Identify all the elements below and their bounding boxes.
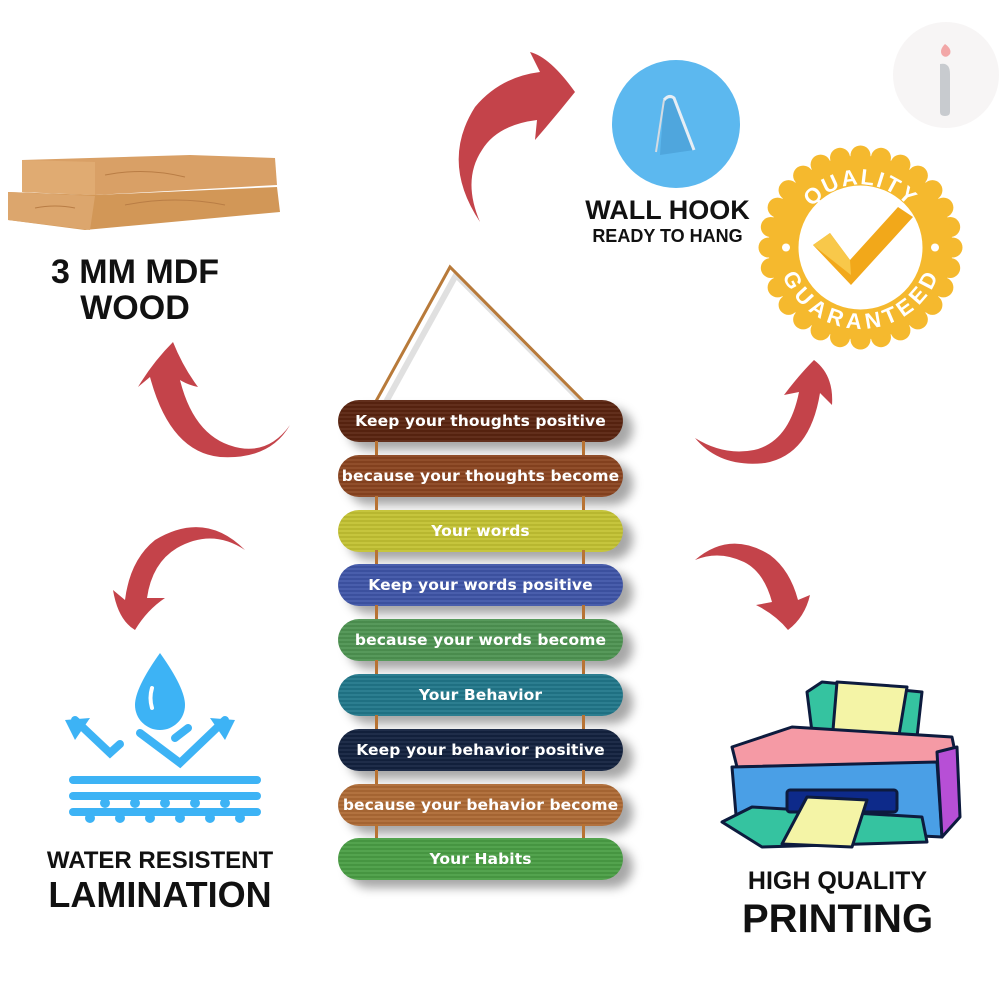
sign-plank: Your Habits — [338, 838, 623, 881]
sign-plank: Keep your words positive — [338, 564, 623, 607]
hanging-sign: Keep your thoughts positive because your … — [330, 255, 650, 895]
plank-string — [375, 714, 378, 731]
printing-caption-line1: HIGH QUALITY — [747, 867, 928, 895]
plank-string — [582, 550, 585, 567]
plank-string — [375, 495, 378, 512]
lamination-caption-line1: WATER RESISTENT — [46, 847, 274, 874]
sign-rope — [373, 264, 594, 414]
arrow-to-wood-icon — [138, 342, 290, 458]
plank-string — [375, 660, 378, 676]
plank-string — [375, 605, 378, 622]
sign-plank: Keep your behavior positive — [338, 728, 623, 771]
printing-caption-line2: PRINTING — [741, 897, 934, 941]
arrow-to-wall-hook-icon — [458, 52, 575, 222]
wood-caption: 3 MM MDF WOOD — [20, 253, 250, 327]
arrow-to-lamination-icon — [113, 527, 245, 630]
sign-plank: because your words become — [338, 619, 623, 662]
plank-string — [375, 824, 378, 841]
sign-plank: Your Behavior — [338, 674, 623, 716]
arrow-to-printing-icon — [695, 543, 810, 630]
plank-string — [582, 660, 585, 676]
quality-badge-icon: QUALITY GUARANTEED — [758, 145, 963, 350]
plank-string — [375, 769, 378, 786]
plank-string — [582, 440, 585, 457]
plank-string — [582, 824, 585, 841]
wood-caption-line2: WOOD — [80, 288, 190, 327]
plank-string — [582, 605, 585, 622]
wall-hook-subtitle: READY TO HANG — [592, 226, 743, 246]
lamination-caption-line2: LAMINATION — [48, 874, 272, 915]
wall-hook-title: WALL HOOK — [585, 195, 750, 225]
plank-string — [375, 440, 378, 457]
plank-string — [375, 550, 378, 567]
sign-plank: because your behavior become — [338, 783, 623, 826]
printer-icon — [720, 680, 962, 849]
arrow-to-quality-icon — [695, 360, 833, 464]
wall-hook-icon — [612, 60, 740, 188]
plank-string — [582, 769, 585, 786]
plank-string — [582, 495, 585, 512]
info-i-logo-icon — [940, 44, 951, 116]
wood-planks-icon — [8, 155, 280, 230]
sign-plank: Keep your thoughts positive — [338, 400, 623, 442]
plank-string — [582, 714, 585, 731]
water-drop-shield-icon — [65, 653, 261, 823]
sign-plank: because your thoughts become — [338, 454, 623, 497]
sign-plank: Your words — [338, 509, 623, 552]
brand-logo — [893, 22, 999, 128]
wood-caption-line1: 3 MM MDF — [50, 253, 220, 291]
